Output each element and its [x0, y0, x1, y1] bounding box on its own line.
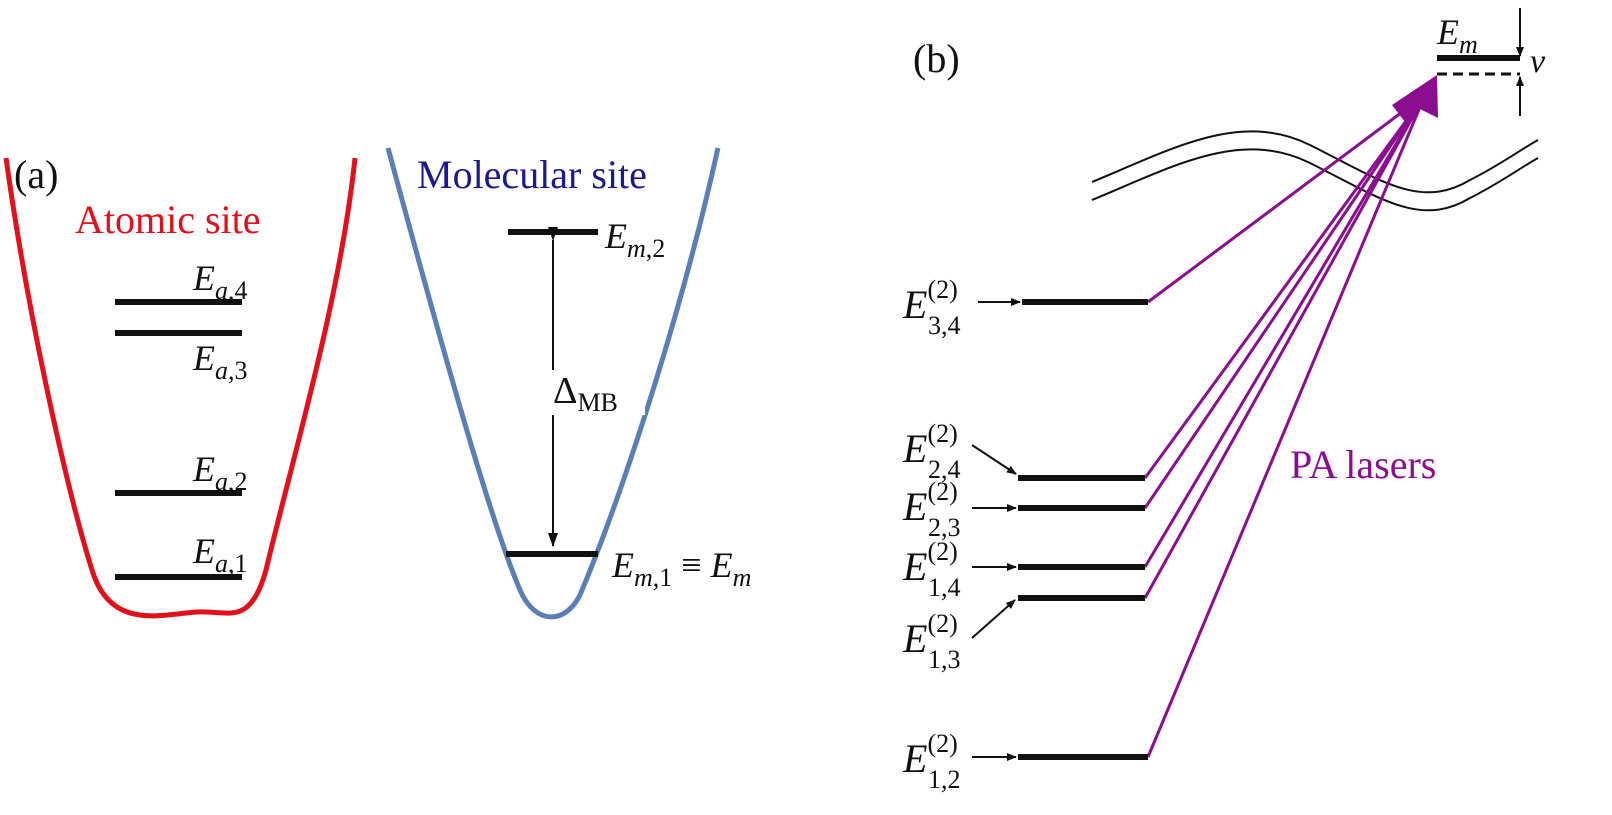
- pair-level-1-3-label: E(2)1,3: [902, 609, 961, 674]
- laser-beam-1-3: [1143, 94, 1427, 599]
- target-level-label: Em: [1436, 12, 1478, 59]
- pair-level-1-4-label: E(2)1,4: [902, 537, 961, 602]
- molecular-level-1-label: Em,1 ≡ Em: [611, 545, 751, 592]
- pair-level-2-4-label: E(2)2,4: [902, 419, 961, 484]
- atomic-level-1-label: Ea,1: [192, 531, 248, 578]
- molecular-level-2-label: Em,2: [604, 216, 665, 263]
- detuning-label: ν: [1530, 43, 1546, 80]
- laser-beam-1-4: [1143, 94, 1427, 568]
- pair-level-3-4-label: E(2)3,4: [902, 275, 961, 340]
- pa-lasers-label: PA lasers: [1290, 442, 1436, 487]
- pair-level-2-3-label: E(2)2,3: [902, 477, 961, 542]
- atomic-potential-well: [3, 157, 358, 619]
- panel-b-label: (b): [913, 36, 960, 81]
- molecular-potential-well: [385, 147, 721, 620]
- pair-level-1-2-label: E(2)1,2: [902, 729, 961, 794]
- laser-arrowhead: [1392, 75, 1438, 122]
- axis-break-upper: [1091, 130, 1539, 194]
- pa-laser-beams: [1143, 75, 1438, 758]
- pointer-1-3: [971, 599, 1016, 639]
- laser-beam-1-2: [1146, 94, 1427, 758]
- laser-beam-3-4: [1147, 93, 1426, 304]
- atomic-site-title: Atomic site: [75, 197, 261, 242]
- gap-label: ΔMB: [553, 370, 618, 417]
- atomic-level-2-label: Ea,2: [192, 449, 248, 496]
- atomic-level-3-label: Ea,3: [192, 338, 248, 385]
- laser-beam-2-4: [1143, 94, 1427, 479]
- gap-label-background: [545, 370, 645, 415]
- pointer-2-4: [971, 444, 1017, 475]
- laser-beam-2-3: [1143, 94, 1427, 509]
- molecular-site-title: Molecular site: [417, 152, 647, 197]
- panel-a-label: (a): [14, 152, 58, 197]
- atomic-level-4-label: Ea,4: [192, 258, 248, 305]
